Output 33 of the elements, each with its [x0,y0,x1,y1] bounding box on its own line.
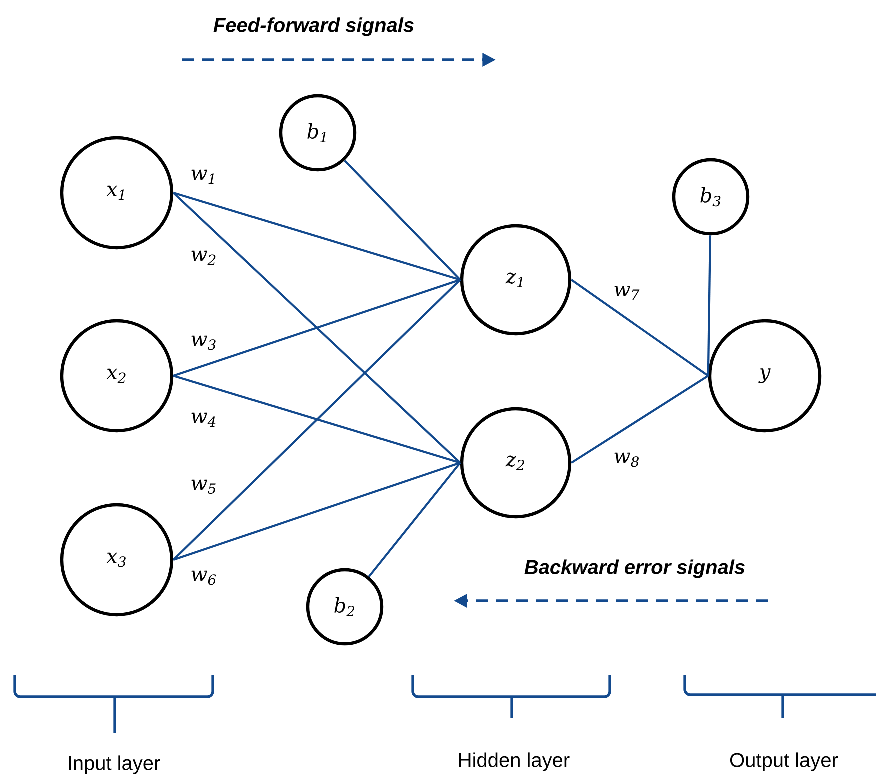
bias-neuron: b$_{1}$ [279,94,357,172]
connection-line [173,279,461,378]
weight-label: w$_{4}$ [189,412,219,428]
connection-line [707,236,712,376]
connection-line [368,462,462,578]
weight-label: w$_{5}$ [189,478,219,496]
bias-neuron: b$_{3}$ [672,158,750,236]
signal-label: Backward error signals [524,560,745,578]
signal-label: Feed-forward signals [214,18,414,36]
weight-label: w$_{7}$ [612,284,642,302]
input-neuron: x$_{3}$ [60,503,174,617]
hidden-neuron: z$_{2}$ [460,407,572,519]
connection-line [344,160,462,281]
connection-line [173,192,461,282]
input-neuron: x$_{2}$ [60,319,174,433]
bias-neuron: b$_{2}$ [306,568,384,646]
connection-line [173,374,461,464]
input-neuron: x$_{1}$ [60,136,174,250]
connection-line [571,279,710,377]
weight-label: w$_{8}$ [612,452,642,469]
output-neuron: y [708,319,822,433]
hidden-neuron: z$_{1}$ [460,224,572,336]
connection-line [172,279,462,561]
weight-label: w$_{6}$ [189,570,219,587]
connection-line [173,462,461,562]
connection-line [571,375,709,464]
weight-label: w$_{2}$ [189,250,219,266]
layer-label: Input layer [69,756,160,774]
weight-label: w$_{1}$ [189,168,219,186]
layer-label: Hidden layer [460,752,570,772]
layer-label: Output layer [730,752,838,772]
weight-label: w$_{3}$ [189,334,219,352]
connection-line [172,192,462,464]
